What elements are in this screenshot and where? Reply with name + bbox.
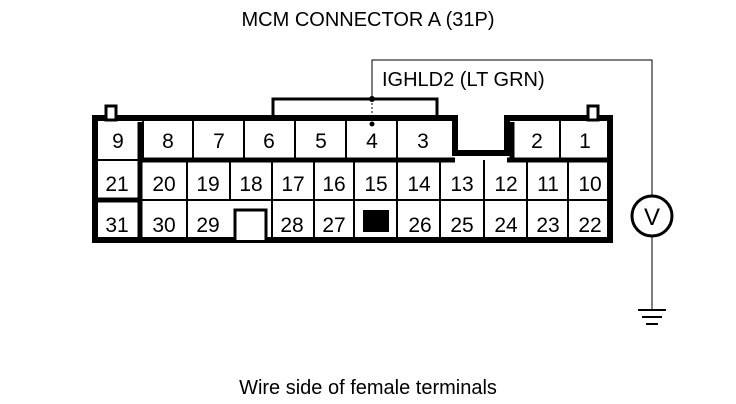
cavity-9: 9 [112, 130, 124, 153]
cavity-27: 27 [322, 214, 345, 237]
cavity-10: 10 [578, 173, 601, 196]
meter-symbol: V [644, 204, 660, 231]
cavity-7: 7 [213, 130, 225, 153]
wire-label: IGHLD2 (LT GRN) [382, 69, 545, 91]
cavity-20: 20 [152, 173, 175, 196]
cavity-2: 2 [531, 130, 543, 153]
cavity-1: 1 [579, 130, 591, 153]
cavity-11: 11 [537, 173, 559, 196]
cavity-5: 5 [315, 130, 327, 153]
connector-latch [271, 97, 439, 118]
cavity-22: 22 [578, 214, 601, 237]
cavity-12: 12 [494, 173, 517, 196]
cavity-17: 17 [281, 173, 304, 196]
diagram-title: MCM CONNECTOR A (31P) [242, 9, 495, 31]
cavity-26: 26 [408, 214, 431, 237]
cavity-4: 4 [366, 130, 378, 153]
cavity-18: 18 [239, 173, 262, 196]
probe-wire [371, 59, 653, 310]
cavity-16: 16 [322, 173, 345, 196]
cavity-6: 6 [263, 130, 275, 153]
cavity-29: 29 [196, 214, 219, 237]
cavity-23: 23 [536, 214, 559, 237]
cavity-3: 3 [417, 130, 429, 153]
blocked-cavity [363, 210, 389, 232]
cavity-19: 19 [196, 173, 219, 196]
cavity-13: 13 [450, 173, 473, 196]
diagram-caption: Wire side of female terminals [239, 377, 497, 399]
row23-grid [95, 157, 610, 240]
cavity-28: 28 [280, 214, 303, 237]
locking-tab-left [104, 104, 118, 122]
cavity-31: 31 [105, 214, 128, 237]
cavity-15: 15 [364, 173, 387, 196]
cavity-30: 30 [152, 214, 175, 237]
cavity-25: 25 [450, 214, 473, 237]
cavity-24: 24 [494, 214, 518, 237]
cavity-8: 8 [162, 130, 174, 153]
voltmeter-icon: V [630, 194, 674, 238]
cavity-14: 14 [407, 173, 431, 196]
ground-icon [638, 309, 666, 325]
locking-tab-right [586, 104, 600, 122]
keying-notch [233, 208, 268, 240]
cavity-21: 21 [105, 173, 128, 196]
